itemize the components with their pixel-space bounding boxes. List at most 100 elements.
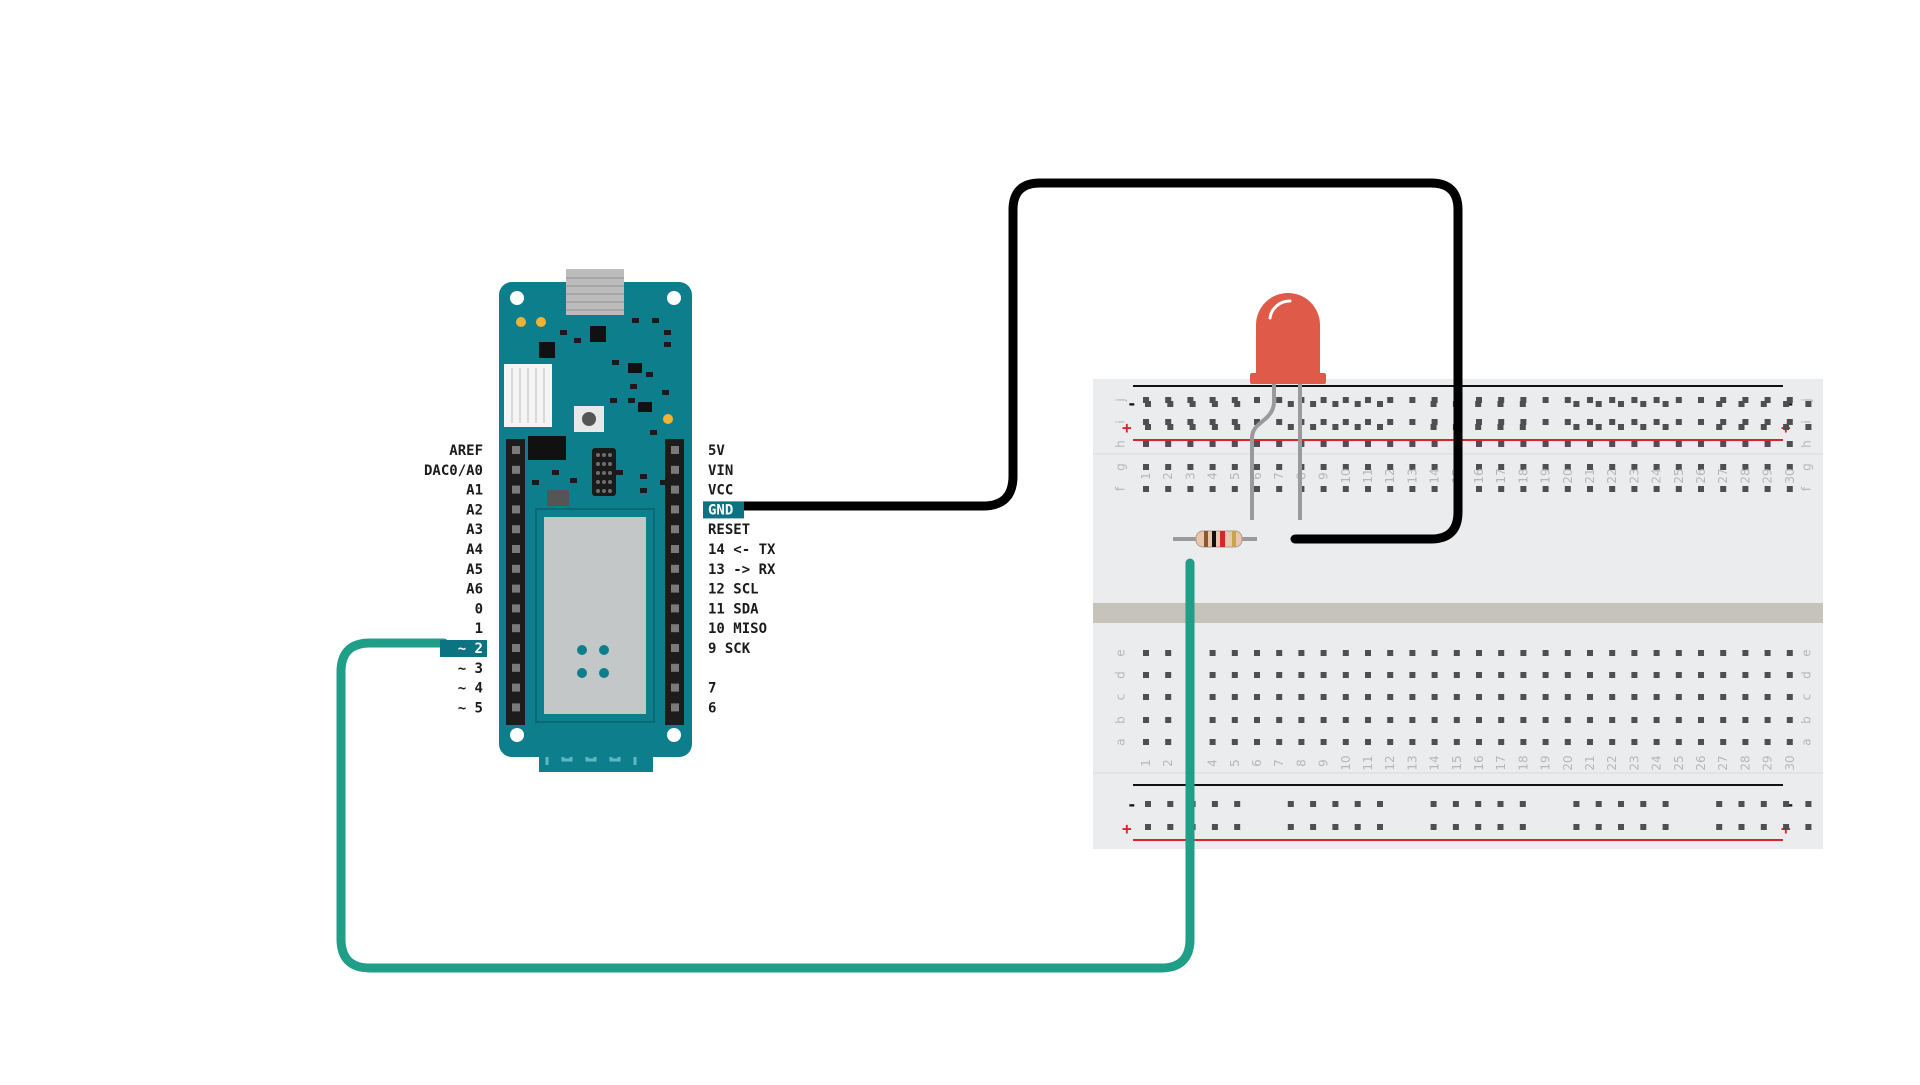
rail-minus-symbol: - <box>1127 795 1137 814</box>
breadboard-hole <box>1631 419 1638 425</box>
usb-connector <box>566 269 624 315</box>
breadboard-hole <box>1542 441 1549 447</box>
breadboard-hole <box>1187 486 1194 492</box>
led-anode-leg <box>1250 381 1276 520</box>
rail-hole <box>1234 801 1241 807</box>
column-number: 27 <box>1716 755 1730 770</box>
breadboard-hole <box>1298 694 1305 700</box>
breadboard-hole <box>1254 739 1260 745</box>
breadboard-hole <box>1631 486 1638 492</box>
column-number: 24 <box>1650 755 1664 770</box>
column-number: 24 <box>1650 468 1664 483</box>
breadboard-hole <box>1231 650 1238 656</box>
rail-hole <box>1377 401 1383 407</box>
breadboard-hole <box>1764 419 1771 425</box>
breadboard-hole <box>1542 486 1549 492</box>
breadboard-hole <box>1187 441 1194 447</box>
breadboard-hole <box>1720 694 1727 700</box>
rail-hole <box>1519 424 1526 430</box>
breadboard-hole <box>1453 650 1460 656</box>
breadboard-hole <box>1231 397 1238 403</box>
breadboard-hole <box>1431 650 1438 656</box>
left-pin-label: A3 <box>466 522 483 538</box>
breadboard-hole <box>1675 441 1682 447</box>
column-number: 13 <box>1405 468 1419 483</box>
breadboard-hole <box>1764 486 1771 492</box>
rail-hole <box>1211 424 1218 430</box>
column-number: 20 <box>1561 755 1575 770</box>
breadboard-hole <box>1520 441 1527 447</box>
breadboard-hole <box>1476 650 1482 656</box>
breadboard-hole <box>1698 694 1704 700</box>
rail-hole <box>1287 824 1294 830</box>
breadboard-hole <box>1498 464 1505 470</box>
breadboard-hole <box>1320 441 1327 447</box>
breadboard-hole <box>1298 739 1305 745</box>
rail-hole <box>1310 424 1317 430</box>
breadboard-hole <box>1587 419 1593 425</box>
column-number: 16 <box>1472 755 1486 770</box>
breadboard-hole <box>1520 694 1527 700</box>
breadboard-hole <box>1409 397 1416 403</box>
breadboard-hole <box>1209 464 1216 470</box>
breadboard-hole <box>1409 650 1416 656</box>
breadboard-hole <box>1254 464 1260 470</box>
breadboard-hole <box>1365 486 1371 492</box>
breadboard-hole <box>1587 694 1593 700</box>
breadboard-hole <box>1609 717 1616 723</box>
column-number: 27 <box>1716 468 1730 483</box>
breadboard-hole <box>1387 672 1394 678</box>
left-pin-label: ~ 5 <box>458 700 483 716</box>
column-number: 15 <box>1450 755 1464 770</box>
breadboard-hole <box>1742 672 1749 678</box>
breadboard-hole <box>1675 419 1682 425</box>
arduino-mkr-board <box>499 269 692 772</box>
column-number: 3 <box>1183 472 1197 480</box>
breadboard-hole <box>1698 739 1704 745</box>
breadboard-hole <box>1165 441 1172 447</box>
breadboard-hole <box>1720 419 1727 425</box>
rail-hole <box>1595 801 1602 807</box>
breadboard-hole <box>1342 694 1349 700</box>
row-letter: j <box>1800 398 1814 402</box>
rail-hole <box>1211 401 1218 407</box>
breadboard-hole <box>1720 397 1727 403</box>
wifi-module-shield <box>544 517 646 714</box>
breadboard-hole <box>1143 694 1149 700</box>
rail-hole <box>1145 801 1151 807</box>
breadboard-hole <box>1720 441 1727 447</box>
rail-hole <box>1662 401 1669 407</box>
rail-hole <box>1738 424 1745 430</box>
left-pin-label: A2 <box>466 502 483 518</box>
rail-hole <box>1310 401 1317 407</box>
breadboard-hole <box>1143 464 1149 470</box>
breadboard-hole <box>1520 397 1527 403</box>
breadboard-hole <box>1698 486 1704 492</box>
column-number: 5 <box>1228 472 1242 480</box>
rail-hole <box>1234 824 1241 830</box>
breadboard-hole <box>1320 739 1327 745</box>
rail-hole <box>1189 424 1196 430</box>
chip <box>528 436 566 460</box>
rail-hole <box>1805 801 1812 807</box>
breadboard-hole <box>1675 717 1682 723</box>
rail-hole <box>1805 401 1812 407</box>
breadboard-hole <box>1431 464 1438 470</box>
rail-hole <box>1573 801 1580 807</box>
rail-hole <box>1145 424 1151 430</box>
breadboard-hole <box>1431 717 1438 723</box>
breadboard-hole <box>1587 717 1593 723</box>
breadboard-hole <box>1564 672 1571 678</box>
rail-hole <box>1145 824 1151 830</box>
rail-hole <box>1475 801 1482 807</box>
chip <box>628 363 642 373</box>
right-pin-label: VIN <box>708 463 733 479</box>
rail-hole <box>1805 424 1812 430</box>
breadboard-hole <box>1209 694 1216 700</box>
breadboard-hole <box>1165 419 1172 425</box>
rail-hole <box>1573 824 1580 830</box>
breadboard-hole <box>1631 694 1638 700</box>
right-pin-label: 12 SCL <box>708 582 759 598</box>
breadboard-hole <box>1409 486 1416 492</box>
breadboard-hole <box>1320 694 1327 700</box>
